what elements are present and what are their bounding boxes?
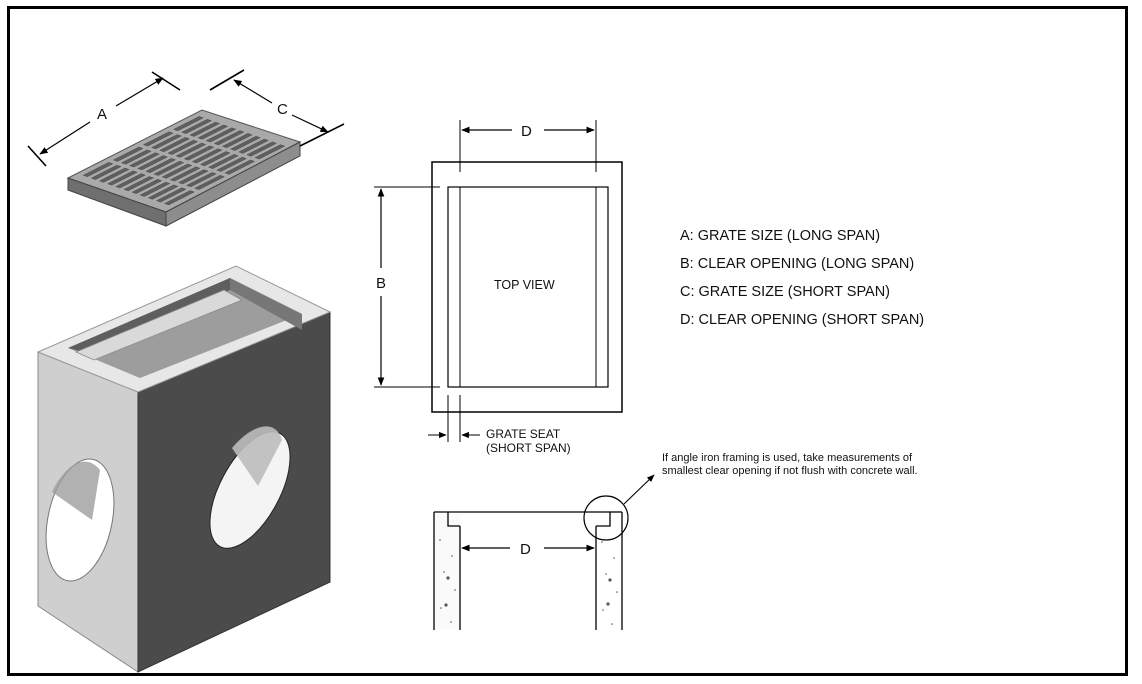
grate-slot: [159, 137, 191, 153]
dimension-c-label: C: [277, 101, 288, 118]
grate-slot: [181, 119, 213, 134]
grate-slot: [153, 160, 185, 176]
dimension-c: C: [209, 69, 345, 147]
grate-slot: [147, 184, 179, 200]
section-view-drawing: D: [433, 474, 655, 630]
grate-slot: [183, 145, 215, 161]
dimension-d-section-label: D: [520, 541, 531, 558]
grate-slot: [230, 135, 261, 151]
angle-iron-note: If angle iron framing is used, take meas…: [662, 452, 918, 477]
detail-circle: [583, 495, 629, 541]
grate-slot: [107, 170, 138, 186]
grate-slot: [145, 158, 177, 173]
grate-slot: [205, 127, 237, 143]
dimension-d-top-label: D: [521, 123, 532, 140]
grate-slot: [224, 159, 256, 175]
grate-slot: [120, 149, 152, 165]
grate-slots: [82, 116, 286, 206]
grate-slot: [90, 164, 122, 180]
grate-slot: [177, 169, 209, 185]
grate-slot: [112, 146, 144, 162]
grate-slot: [197, 124, 229, 140]
grate-slot: [246, 141, 278, 157]
grate-illustration: [66, 109, 302, 227]
grate-slot: [131, 179, 163, 194]
legend-item-a: A: GRATE SIZE (LONG SPAN): [680, 228, 881, 244]
grate-slot: [129, 152, 160, 168]
top-view-label: TOP VIEW: [494, 278, 555, 292]
grate-slot: [151, 134, 182, 150]
grate-seat-label: GRATE SEAT (SHORT SPAN): [486, 427, 571, 455]
grate-slot: [185, 172, 217, 188]
callout-arrow: [623, 474, 655, 505]
grate-slot: [167, 139, 199, 155]
grate-slot: [123, 176, 155, 192]
dimension-a: A: [27, 71, 181, 167]
top-view-drawing: TOP VIEW D B GRATE SEAT (SHORT SPAN): [374, 120, 623, 455]
legend-list: A: GRATE SIZE (LONG SPAN) B: CLEAR OPENI…: [680, 226, 924, 338]
dimension-b-label: B: [376, 275, 386, 292]
grate-slot: [191, 148, 223, 164]
grate-slot: [194, 175, 225, 190]
grate-slot: [221, 133, 253, 149]
grate-slot: [137, 155, 169, 171]
concrete-box-illustration: [36, 265, 332, 673]
legend-item-b: B: CLEAR OPENING (LONG SPAN): [680, 256, 915, 272]
grate-slot: [155, 187, 187, 203]
legend-item-c: C: GRATE SIZE (SHORT SPAN): [680, 284, 891, 300]
grate-slot: [175, 142, 207, 158]
grate-slot: [238, 138, 269, 154]
grate-slot: [142, 131, 174, 147]
grate-slot: [161, 163, 193, 179]
grate-slot: [173, 116, 204, 132]
grate-slot: [169, 166, 201, 182]
grate-slot: [139, 181, 171, 197]
grate-slot: [199, 151, 231, 167]
grate-slot: [216, 156, 247, 172]
grate-slot: [189, 121, 221, 137]
dimension-a-label: A: [97, 106, 107, 123]
grate-slot: [115, 173, 147, 189]
grate-slot: [207, 154, 239, 169]
grate-slot: [254, 144, 286, 160]
grate-slot: [82, 162, 114, 177]
legend-item-d: D: CLEAR OPENING (SHORT SPAN): [680, 312, 925, 328]
grate-slot: [163, 190, 195, 206]
grate-slot: [213, 130, 245, 146]
grate-slot: [98, 167, 130, 183]
